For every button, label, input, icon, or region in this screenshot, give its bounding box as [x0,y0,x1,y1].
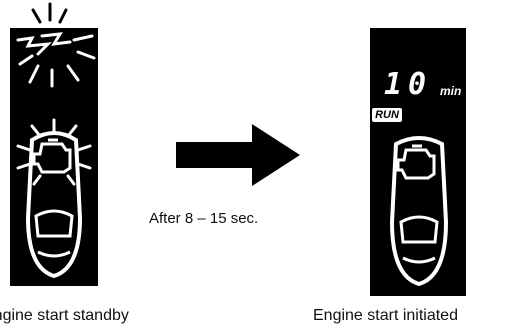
car-engine-icon [389,136,449,287]
car-flashing-engine-icon [16,118,92,279]
timer-digits: 10 [384,67,433,102]
standby-caption: Engine start standby [0,307,129,324]
signal-burst-icon [16,2,96,88]
delay-label: After 8 – 15 sec. [149,210,259,227]
running-display-panel [370,28,466,296]
timer-unit: min [440,84,462,98]
initiated-caption: Engine start initiated [313,307,458,324]
run-status-badge: RUN [372,108,402,122]
standby-display-panel [10,28,98,286]
transition-arrow-icon [176,124,300,186]
